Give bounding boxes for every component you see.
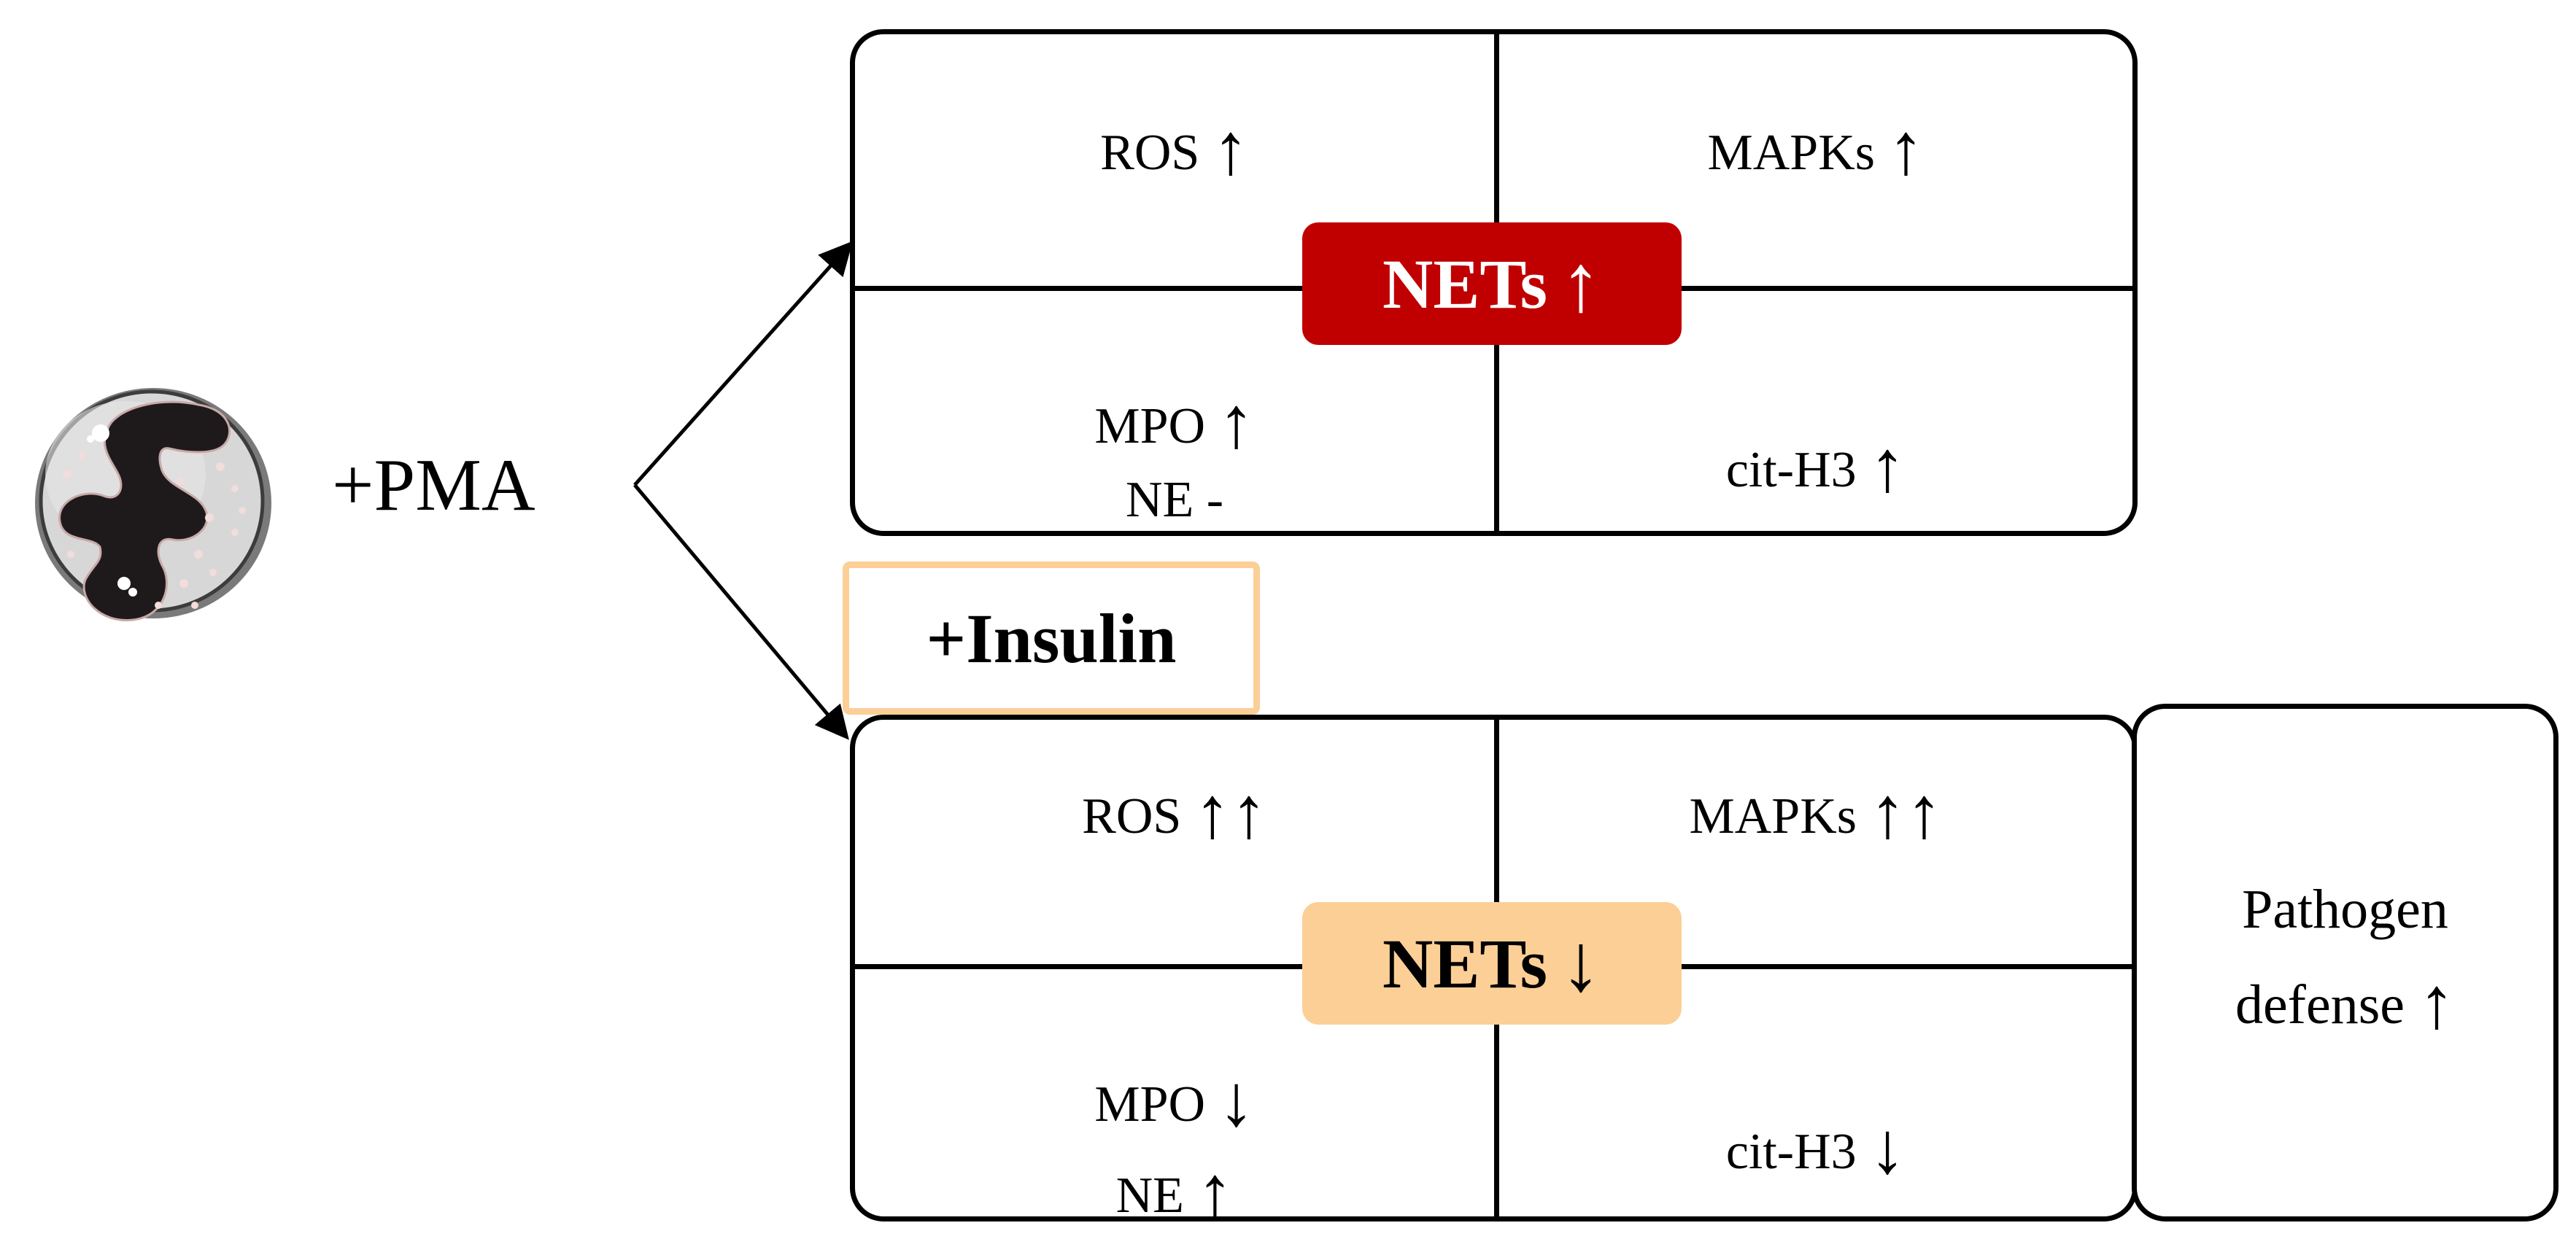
- bottom-cell-ros: ROS ↑↑: [855, 767, 1494, 858]
- outcome-line-1: Pathogen: [2242, 879, 2448, 941]
- label: NETs: [1382, 924, 1547, 1003]
- insulin-label: +Insulin: [926, 599, 1177, 677]
- up-arrow-icon: ↑: [1196, 1151, 1234, 1232]
- label: MAPKs: [1707, 125, 1876, 181]
- label: ROS: [1100, 125, 1200, 181]
- down-arrow-icon: ↓: [1218, 1060, 1255, 1141]
- unchanged-marker: -: [1206, 472, 1224, 528]
- arrow-to-top-panel: [633, 241, 853, 486]
- double-up-arrow-icon: ↑↑: [1194, 772, 1267, 853]
- nets-down-badge: NETs ↓: [1302, 902, 1682, 1025]
- label: ROS: [1082, 788, 1182, 844]
- top-cell-cit-h3: cit-H3 ↑: [1499, 421, 2132, 512]
- up-arrow-icon: ↑: [1218, 382, 1255, 463]
- bottom-cell-mapks: MAPKs ↑↑: [1499, 767, 2132, 858]
- up-arrow-icon: ↑: [1887, 109, 1925, 190]
- up-arrow-icon: ↑: [1212, 109, 1249, 190]
- bottom-cell-mpo: MPO ↓ NE ↑: [855, 1055, 1494, 1238]
- up-arrow-icon: ↑: [2418, 962, 2456, 1044]
- label: MPO: [1094, 1076, 1206, 1133]
- nets-up-badge: NETs ↑: [1302, 222, 1682, 345]
- double-up-arrow-icon: ↑↑: [1869, 772, 1943, 853]
- label: cit-H3: [1725, 1124, 1857, 1180]
- label: MPO: [1094, 398, 1206, 454]
- top-cell-mapks: MAPKs ↑: [1499, 104, 2132, 195]
- up-arrow-icon: ↑: [1869, 426, 1906, 507]
- up-arrow-icon: ↑: [1560, 238, 1601, 329]
- top-cell-ros: ROS ↑: [855, 104, 1494, 195]
- stimulus-label: +PMA: [332, 444, 535, 527]
- outcome-line-2: defense: [2235, 974, 2405, 1036]
- top-cell-mpo: MPO ↑ NE -: [855, 377, 1494, 532]
- label: cit-H3: [1725, 442, 1857, 498]
- neutrophil-cell-icon: [35, 388, 271, 621]
- sub-label: NE: [1125, 472, 1194, 528]
- down-arrow-icon: ↓: [1869, 1108, 1906, 1189]
- label: MAPKs: [1689, 788, 1857, 844]
- insulin-label-box: +Insulin: [843, 562, 1260, 715]
- bottom-cell-cit-h3: cit-H3 ↓: [1499, 1103, 2132, 1194]
- outcome-box: Pathogen defense ↑: [2132, 704, 2558, 1221]
- down-arrow-icon: ↓: [1560, 917, 1601, 1009]
- label: NETs: [1382, 244, 1547, 323]
- sub-label: NE: [1115, 1168, 1184, 1224]
- arrow-to-bottom-panel: [633, 483, 849, 740]
